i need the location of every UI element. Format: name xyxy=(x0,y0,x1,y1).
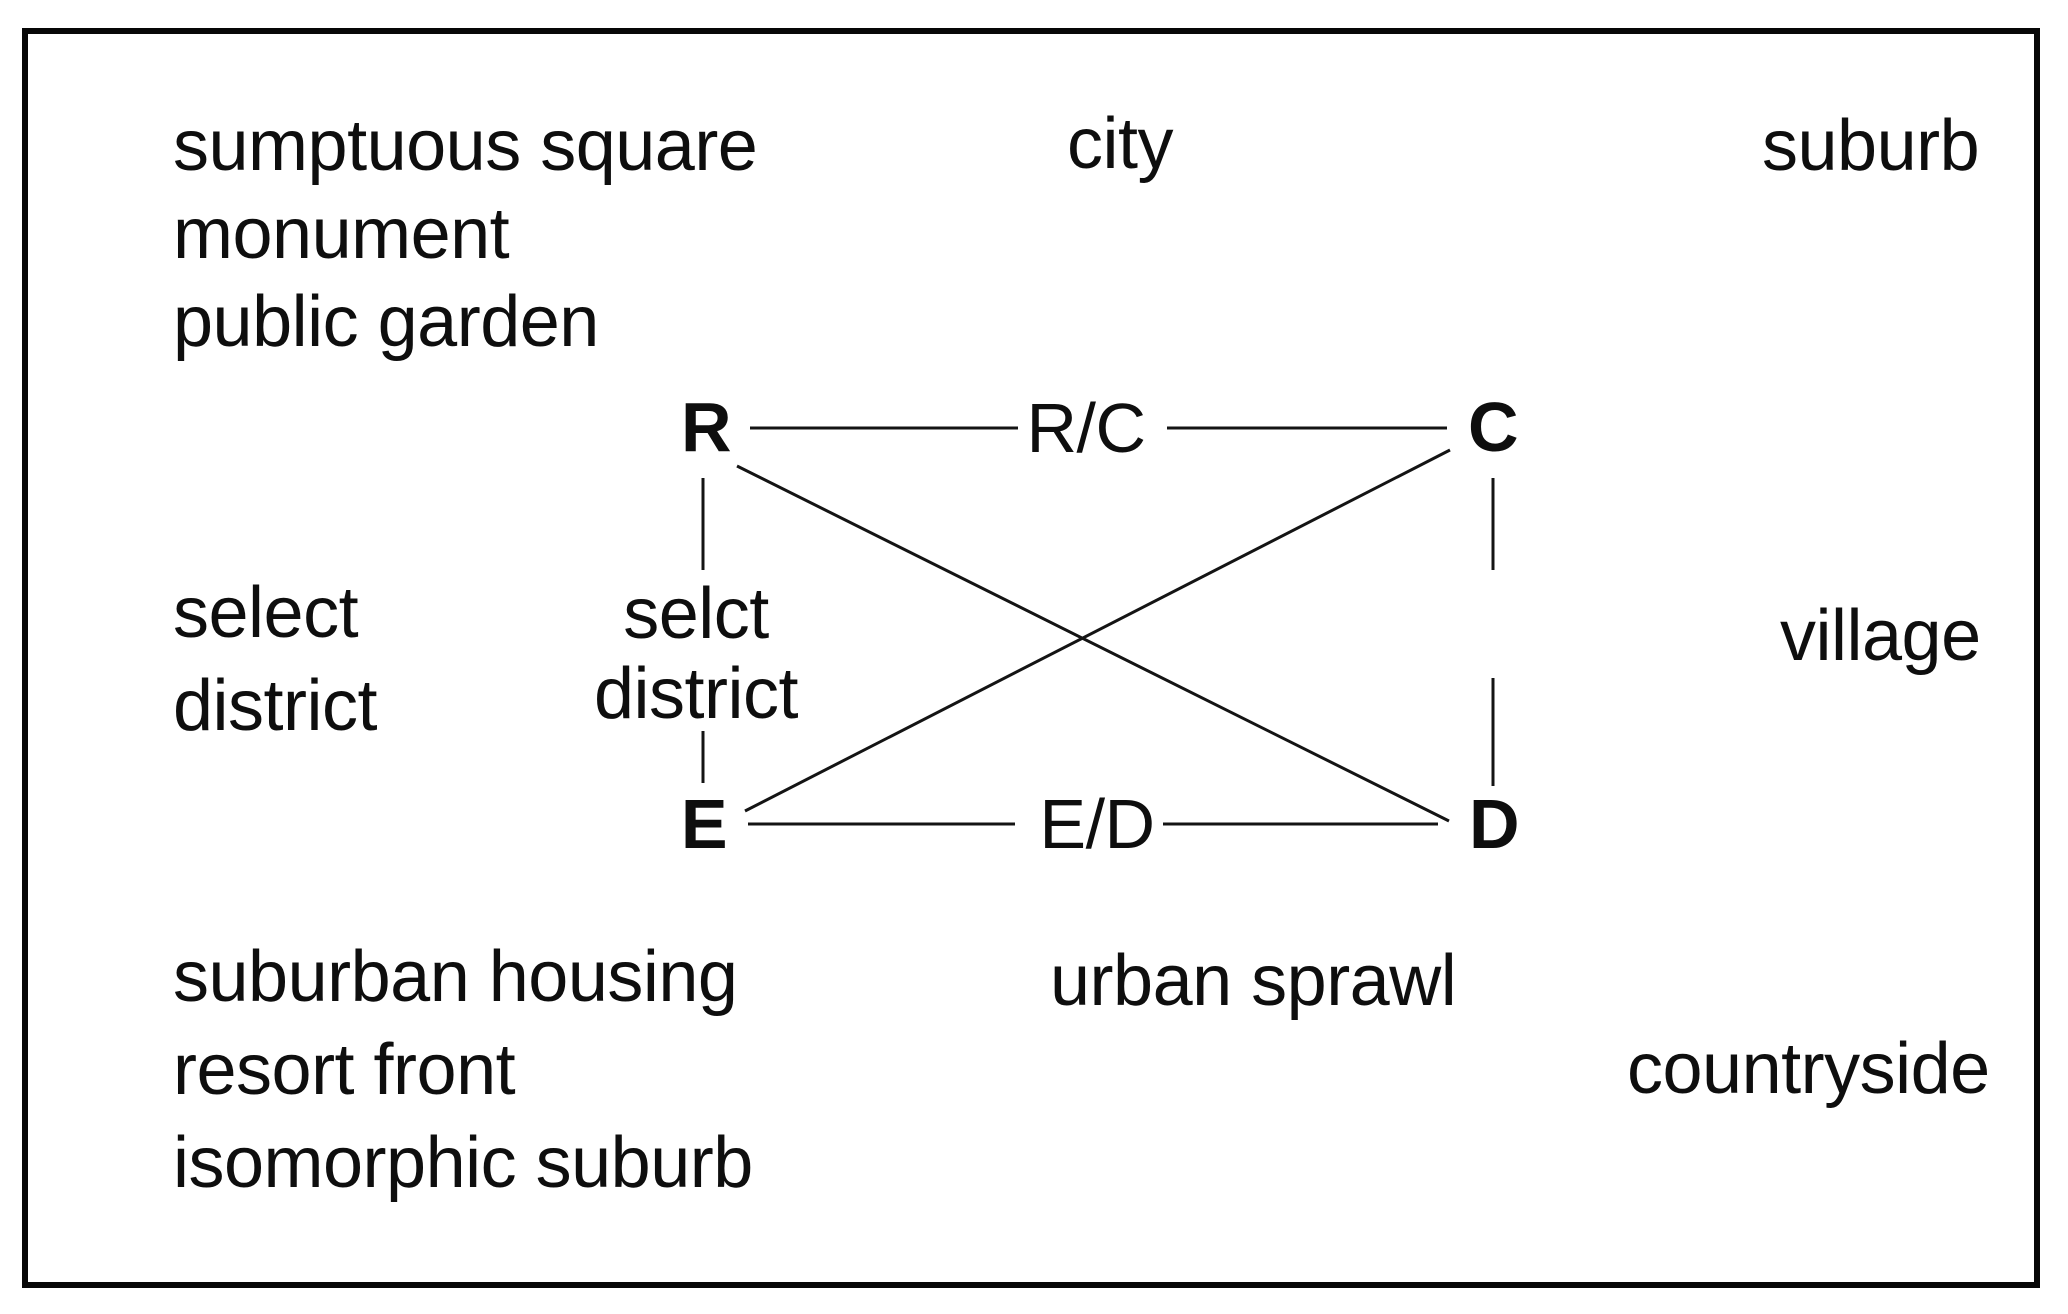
edge-label-rc: R/C xyxy=(1026,389,1146,467)
diagonal-e-to-c xyxy=(744,448,1451,813)
label-village: village xyxy=(1780,596,1981,676)
label-suburb: suburb xyxy=(1762,106,1980,186)
label-selct-inner: selct xyxy=(623,574,769,654)
label-district: district xyxy=(173,666,378,746)
label-suburban-housing: suburban housing xyxy=(173,937,738,1017)
node-e: E xyxy=(680,785,728,863)
node-d: D xyxy=(1468,785,1520,863)
figure-border-frame xyxy=(22,28,2040,1288)
bottom-left-label-group: suburban housing resort front isomorphic… xyxy=(173,931,753,1210)
left-edge-selct-district-label: selct district xyxy=(593,574,799,734)
label-monument: monument xyxy=(173,194,510,274)
label-sumptuous-square: sumptuous square xyxy=(173,106,758,186)
edge-label-ed: E/D xyxy=(1039,785,1155,863)
top-left-label-group: sumptuous square monument public garden xyxy=(173,102,758,366)
diagonal-r-to-d xyxy=(736,464,1450,823)
label-urban-sprawl: urban sprawl xyxy=(1050,941,1457,1021)
label-countryside: countryside xyxy=(1627,1029,1990,1109)
label-public-garden: public garden xyxy=(173,282,599,362)
select-district-label-group: select district xyxy=(173,567,378,753)
label-isomorphic-suburb: isomorphic suburb xyxy=(173,1123,753,1203)
node-r: R xyxy=(680,388,732,466)
label-district-inner: district xyxy=(593,654,799,734)
label-city: city xyxy=(1067,104,1174,184)
node-c: C xyxy=(1467,388,1519,466)
label-select: select xyxy=(173,573,359,653)
label-resort-front: resort front xyxy=(173,1030,516,1110)
